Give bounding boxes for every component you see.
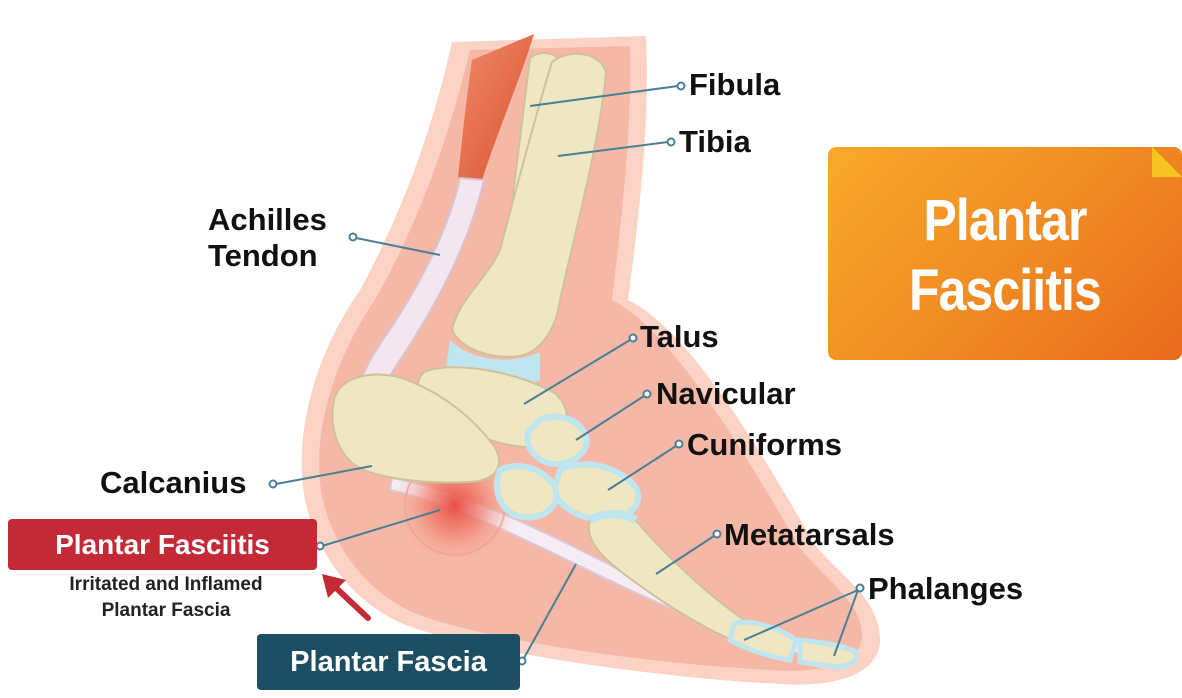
title-card: Plantar Fasciitis xyxy=(828,147,1182,360)
plantar-fasciitis-tag: Plantar Fasciitis xyxy=(8,519,317,570)
tibia-leader-dot xyxy=(668,139,675,146)
fibula-leader-dot xyxy=(678,83,685,90)
phalanges-leader-dot xyxy=(857,585,864,592)
fasciitis-description-line1: Irritated and Inflamed xyxy=(16,574,316,596)
phalanges-label: Phalanges xyxy=(868,572,1023,606)
tibia-label: Tibia xyxy=(679,125,751,159)
title-line1: Plantar xyxy=(853,191,1157,251)
title-line2: Fasciitis xyxy=(853,261,1157,321)
achilles-label-line2: Tendon xyxy=(208,239,318,273)
navicular-bone xyxy=(527,417,586,464)
cuniforms-label: Cuniforms xyxy=(687,428,842,462)
page-curl xyxy=(1152,147,1182,177)
plantar-fascia-tag: Plantar Fascia xyxy=(257,634,520,690)
achilles-label-line1: Achilles xyxy=(208,203,327,237)
fasciitis-leader-dot xyxy=(317,543,324,550)
talus-leader-dot xyxy=(630,335,637,342)
calcanius-label: Calcanius xyxy=(100,466,246,500)
fasciitis-description-line2: Plantar Fascia xyxy=(16,600,316,622)
fibula-label: Fibula xyxy=(689,68,780,102)
cuniforms-leader-dot xyxy=(676,441,683,448)
metatarsals-leader-dot xyxy=(714,531,721,538)
cuboid-bone xyxy=(497,466,557,517)
metatarsals-label: Metatarsals xyxy=(724,518,895,552)
calcanius-leader-dot xyxy=(270,481,277,488)
achilles-leader-dot xyxy=(350,234,357,241)
navicular-leader-dot xyxy=(644,391,651,398)
navicular-label: Navicular xyxy=(656,377,796,411)
talus-label: Talus xyxy=(640,320,719,354)
